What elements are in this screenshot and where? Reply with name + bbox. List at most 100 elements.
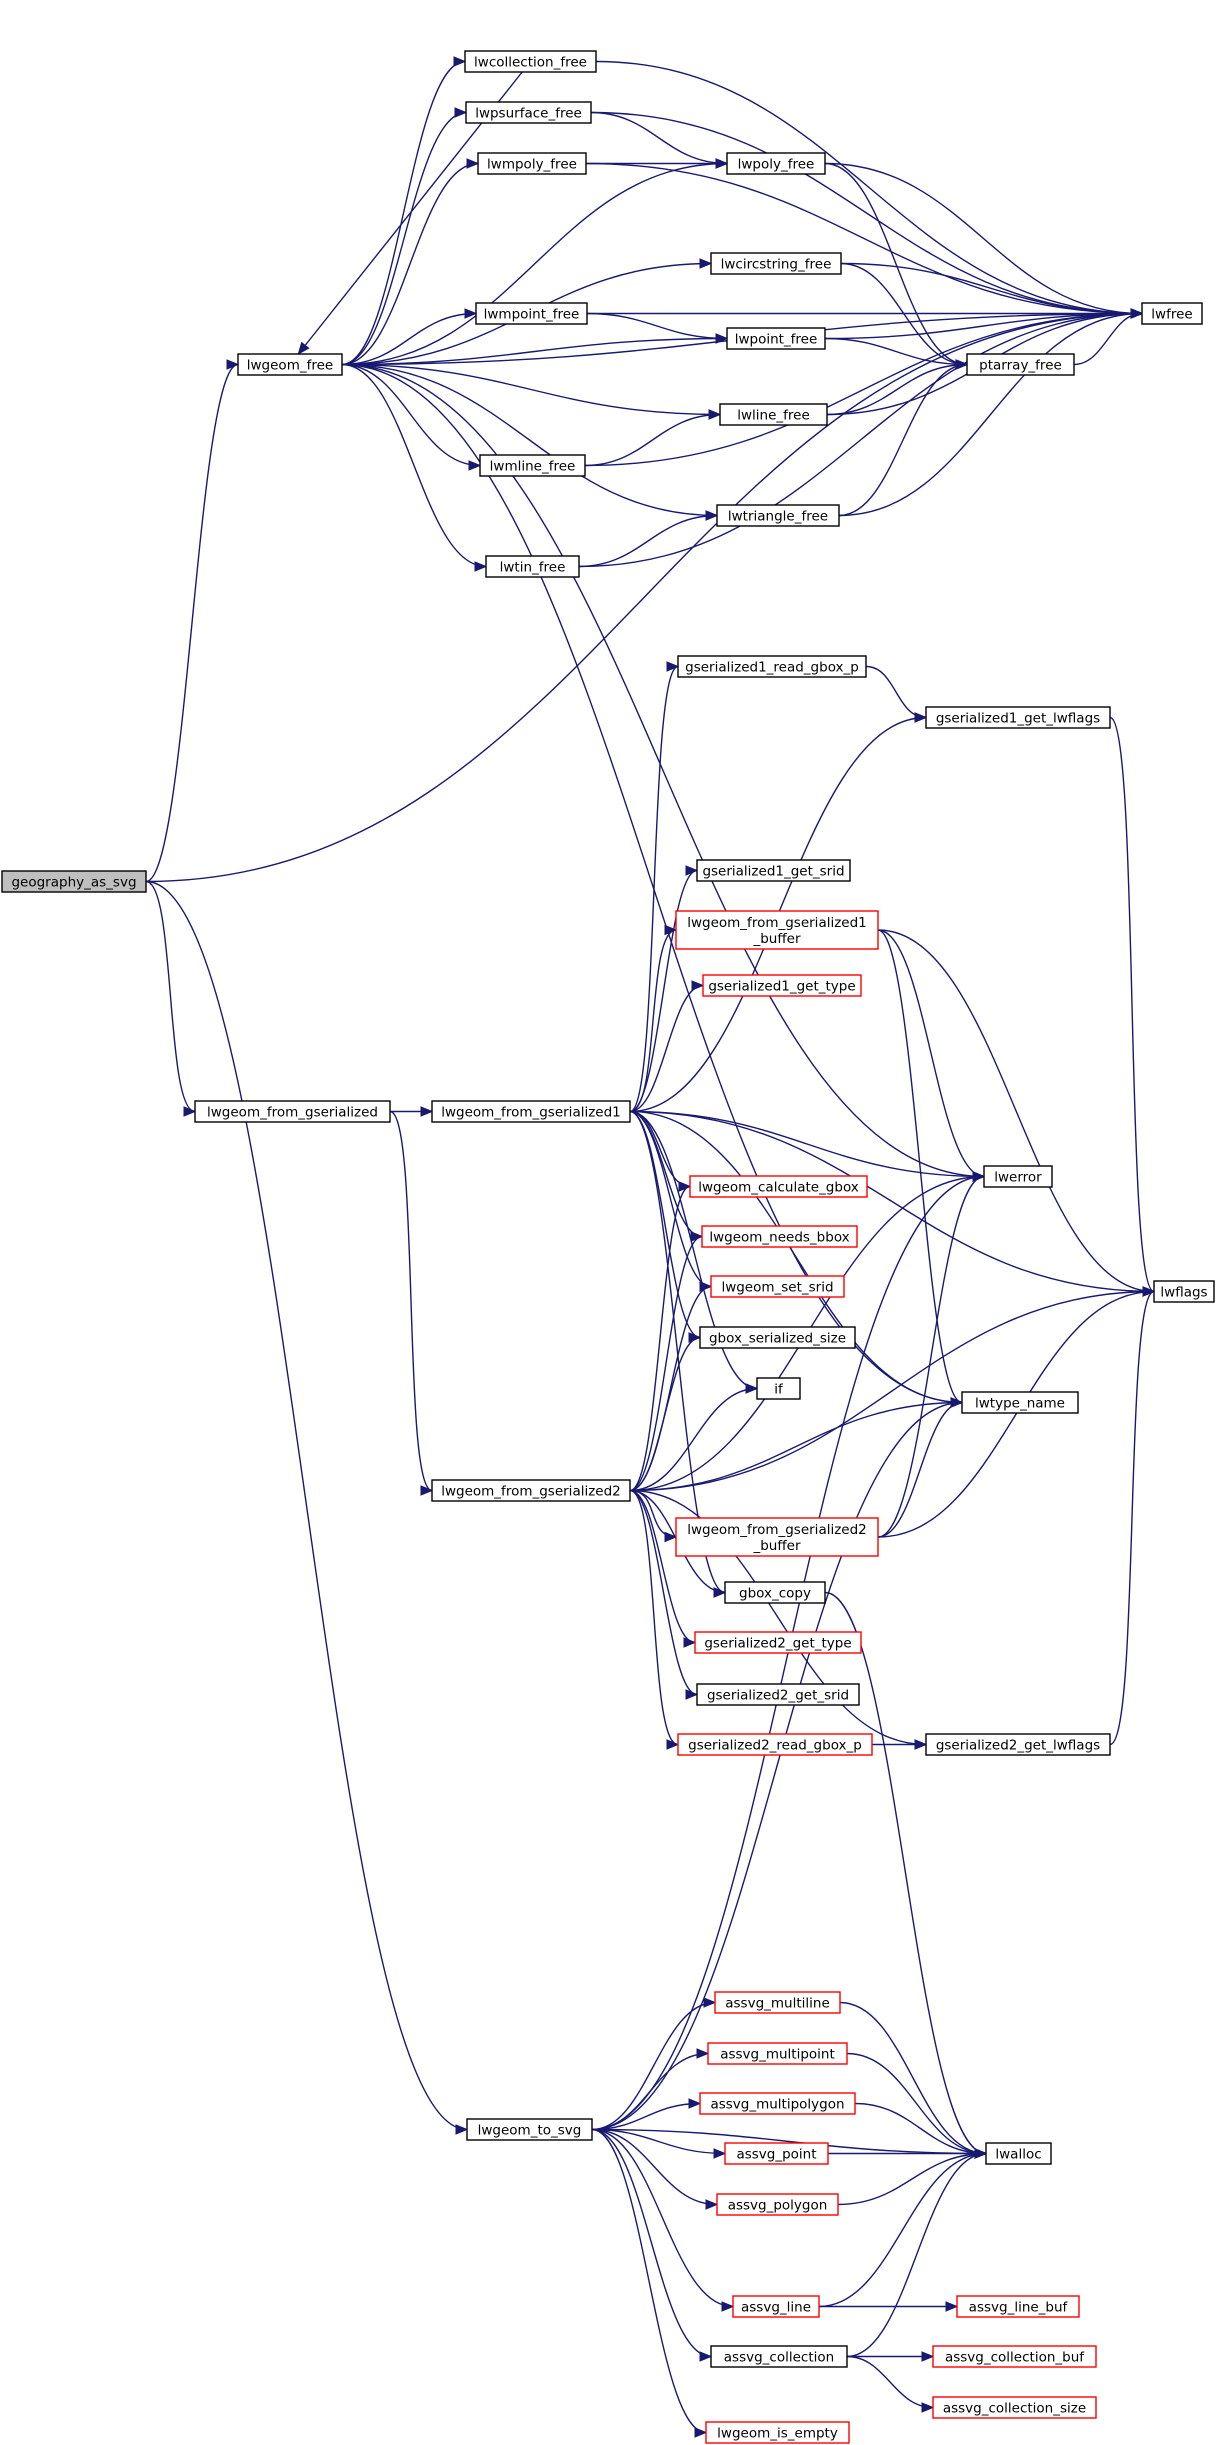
node-lwmline_free[interactable]: lwmline_free <box>479 454 586 477</box>
node-gserialized1_read_gbox_p[interactable]: gserialized1_read_gbox_p <box>677 655 867 678</box>
edge-geography_as_svg-to-lwgeom_from_gserialized <box>145 880 196 1113</box>
node-assvg_multiline[interactable]: assvg_multiline <box>714 1991 841 2014</box>
edge-lwcircstring_free-to-lwfree <box>840 262 1143 315</box>
arrowhead-lwgeom_from_gserialized2-to-lwgeom_set_srid <box>699 1281 713 1292</box>
node-lwgeom_from_gserialized1_buffer[interactable]: lwgeom_from_gserialized1_buffer <box>675 910 879 950</box>
node-lwgeom_is_empty[interactable]: lwgeom_is_empty <box>705 2421 850 2444</box>
node-box-lwpsurface_free <box>465 101 592 124</box>
node-assvg_line[interactable]: assvg_line <box>732 2295 820 2318</box>
node-assvg_collection_buf[interactable]: assvg_collection_buf <box>932 2345 1097 2368</box>
node-assvg_collection_size[interactable]: assvg_collection_size <box>932 2396 1097 2419</box>
node-assvg_line_buf[interactable]: assvg_line_buf <box>956 2295 1080 2318</box>
node-lwmpoint_free[interactable]: lwmpoint_free <box>475 302 588 325</box>
node-assvg_collection[interactable]: assvg_collection <box>710 2345 848 2368</box>
node-lwgeom_from_gserialized[interactable]: lwgeom_from_gserialized <box>194 1100 391 1123</box>
arrowhead-gserialized2_read_gbox_p-to-gserialized2_get_lwflags <box>914 1739 928 1750</box>
edge-assvg_collection-to-assvg_collection_size <box>846 2355 934 2409</box>
edge-lwgeom_free-to-lwpoint_free <box>341 337 728 366</box>
node-assvg_polygon[interactable]: assvg_polygon <box>716 2193 839 2216</box>
node-box-lwgeom_from_gserialized <box>194 1100 391 1123</box>
edge-lwgeom_from_gserialized1-to-gbox_serialized_size <box>629 1110 701 1339</box>
node-gserialized2_get_srid[interactable]: gserialized2_get_srid <box>696 1683 860 1706</box>
node-lwgeom_from_gserialized2[interactable]: lwgeom_from_gserialized2 <box>431 1479 631 1502</box>
node-lwgeom_needs_bbox[interactable]: lwgeom_needs_bbox <box>701 1225 858 1248</box>
node-lwcollection_free[interactable]: lwcollection_free <box>464 50 597 73</box>
edge-lwgeom_free-to-lwmline_free <box>341 363 481 467</box>
arrowhead-lwgeom_from_gserialized2-to-gserialized2_get_srid <box>685 1689 699 1700</box>
node-assvg_multipoint[interactable]: assvg_multipoint <box>707 2042 848 2065</box>
arrowhead-lwgeom_from_gserialized2-to-lwgeom_needs_bbox <box>690 1231 704 1242</box>
node-label-lwgeom_needs_bbox: lwgeom_needs_bbox <box>709 1230 849 1246</box>
node-lwtype_name[interactable]: lwtype_name <box>961 1391 1079 1414</box>
node-lwpoly_free[interactable]: lwpoly_free <box>726 152 826 175</box>
node-lwgeom_free[interactable]: lwgeom_free <box>237 353 343 376</box>
arrowhead-lwgeom_from_gserialized1-to-gserialized1_get_lwflags <box>914 712 928 723</box>
node-lwgeom_from_gserialized1[interactable]: lwgeom_from_gserialized1 <box>431 1100 631 1123</box>
edge-lwgeom_from_gserialized1-to-lwflags <box>629 1110 1155 1293</box>
node-gserialized1_get_type[interactable]: gserialized1_get_type <box>702 974 862 997</box>
node-lwalloc[interactable]: lwalloc <box>985 2142 1052 2165</box>
edge-lwtriangle_free-to-lwfree <box>838 312 1143 517</box>
node-box-lwmline_free <box>479 454 586 477</box>
node-gserialized2_get_type[interactable]: gserialized2_get_type <box>694 1631 862 1654</box>
arrowhead-lwgeom_to_svg-to-assvg_multipolygon <box>688 2098 702 2109</box>
arrowhead-geography_as_svg-to-lwgeom_to_svg <box>455 2124 469 2135</box>
node-lwerror[interactable]: lwerror <box>983 1165 1053 1188</box>
arrowhead-geography_as_svg-to-lwgeom_free <box>226 359 240 370</box>
edge-geography_as_svg-to-lwgeom_free <box>145 363 239 883</box>
node-box-assvg_collection_size <box>932 2396 1097 2419</box>
edge-lwgeom_to_svg-to-assvg_point <box>591 2128 726 2155</box>
node-lwfree[interactable]: lwfree <box>1141 302 1203 325</box>
node-lwpoint_free[interactable]: lwpoint_free <box>726 327 826 350</box>
edge-assvg_line-to-lwalloc <box>818 2152 987 2308</box>
node-gserialized1_get_srid[interactable]: gserialized1_get_srid <box>696 859 851 882</box>
node-lwcircstring_free[interactable]: lwcircstring_free <box>710 252 842 275</box>
node-lwline_free[interactable]: lwline_free <box>719 403 828 426</box>
edge-lwgeom_to_svg-to-lwalloc <box>591 2128 987 2155</box>
edge-lwgeom_from_gserialized2_buffer-to-lwflags <box>877 1290 1155 1538</box>
edge-lwgeom_free-to-lwmpoint_free <box>341 312 477 366</box>
edge-gserialized1_read_gbox_p-to-gserialized1_get_lwflags <box>865 665 927 719</box>
node-gserialized2_get_lwflags[interactable]: gserialized2_get_lwflags <box>925 1733 1111 1756</box>
node-box-assvg_collection_buf <box>932 2345 1097 2368</box>
node-assvg_multipolygon[interactable]: assvg_multipolygon <box>699 2092 856 2115</box>
node-lwmpoly_free[interactable]: lwmpoly_free <box>477 152 587 175</box>
node-label-lwgeom_from_gserialized1_buffer: _buffer <box>752 931 800 947</box>
edge-ptarray_free-to-lwfree <box>1073 312 1143 366</box>
node-if[interactable]: if <box>756 1377 801 1400</box>
arrowhead-lwgeom_from_gserialized1-to-gserialized1_get_type <box>691 980 705 991</box>
node-lwtin_free[interactable]: lwtin_free <box>485 555 580 578</box>
node-lwflags[interactable]: lwflags <box>1153 1280 1215 1303</box>
node-lwgeom_set_srid[interactable]: lwgeom_set_srid <box>710 1275 845 1298</box>
edge-lwpoly_free-to-lwfree <box>824 162 1143 315</box>
node-gserialized1_get_lwflags[interactable]: gserialized1_get_lwflags <box>925 706 1111 729</box>
edge-assvg_multipolygon-to-lwalloc <box>854 2102 987 2155</box>
node-lwgeom_from_gserialized2_buffer[interactable]: lwgeom_from_gserialized2_buffer <box>675 1517 879 1557</box>
node-box-gserialized2_get_type <box>694 1631 862 1654</box>
node-box-assvg_point <box>724 2142 829 2165</box>
node-label-gserialized2_get_type: gserialized2_get_type <box>704 1636 851 1652</box>
edge-lwgeom_from_gserialized2_buffer-to-lwerror <box>877 1175 985 1538</box>
node-geography_as_svg[interactable]: geography_as_svg <box>1 870 147 893</box>
edge-lwline_free-to-ptarray_free <box>826 363 968 416</box>
node-lwgeom_to_svg[interactable]: lwgeom_to_svg <box>466 2118 593 2141</box>
node-gserialized2_read_gbox_p[interactable]: gserialized2_read_gbox_p <box>677 1733 873 1756</box>
node-gbox_serialized_size[interactable]: gbox_serialized_size <box>699 1326 856 1349</box>
node-lwtriangle_free[interactable]: lwtriangle_free <box>716 504 840 527</box>
node-label-lwgeom_from_gserialized2_buffer: lwgeom_from_gserialized2 <box>687 1522 867 1538</box>
node-gbox_copy[interactable]: gbox_copy <box>724 1581 826 1604</box>
node-assvg_point[interactable]: assvg_point <box>724 2142 829 2165</box>
node-label-lwpoly_free: lwpoly_free <box>738 157 815 173</box>
node-box-gserialized2_read_gbox_p <box>677 1733 873 1756</box>
node-label-lwtin_free: lwtin_free <box>500 560 566 576</box>
arrowhead-lwgeom_from_gserialized2-to-lwgeom_from_gserialized2_buffer <box>664 1531 678 1543</box>
node-box-assvg_line_buf <box>956 2295 1080 2318</box>
node-label-lwalloc: lwalloc <box>995 2147 1041 2163</box>
node-box-assvg_multipoint <box>707 2042 848 2065</box>
node-lwpsurface_free[interactable]: lwpsurface_free <box>465 101 592 124</box>
edge-lwgeom_from_gserialized1-to-lwgeom_set_srid <box>629 1110 712 1288</box>
node-ptarray_free[interactable]: ptarray_free <box>966 353 1075 376</box>
edge-lwgeom_from_gserialized2-to-gserialized2_get_type <box>629 1489 696 1644</box>
edge-lwgeom_from_gserialized1_buffer-to-lwtype_name <box>877 929 963 1404</box>
node-lwgeom_calculate_gbox[interactable]: lwgeom_calculate_gbox <box>689 1175 868 1198</box>
